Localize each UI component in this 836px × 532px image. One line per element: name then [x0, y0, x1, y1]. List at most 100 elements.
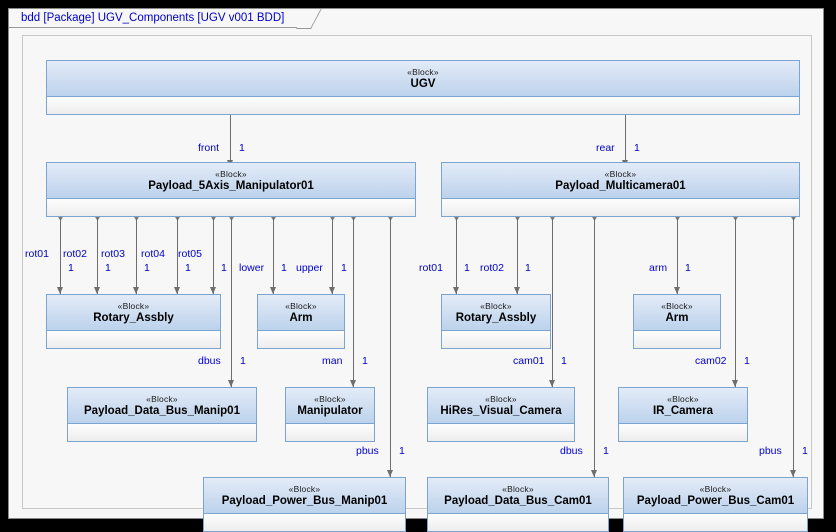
arrowhead-rot04-left — [173, 287, 180, 294]
block-rotary-assbly-left[interactable]: «Block» Rotary_Assbly — [46, 294, 221, 349]
arrowhead-rot05-left — [209, 287, 216, 294]
stereotype-label: «Block» — [480, 300, 512, 311]
block-header-hires-visual-camera: «Block» HiRes_Visual_Camera — [428, 388, 574, 424]
connector-rot02-left — [97, 218, 98, 294]
arrowhead-man — [349, 380, 356, 387]
connector-rot04-left — [177, 218, 178, 294]
role-label-cam01: cam01 — [513, 355, 545, 367]
multiplicity-cam02: 1 — [744, 355, 750, 367]
role-label-rot05-left: rot05 — [178, 248, 202, 260]
role-label-rot02-right: rot02 — [480, 262, 504, 274]
connector-rot05-left — [213, 218, 214, 294]
block-name-ir-camera: IR_Camera — [652, 404, 714, 417]
block-rotary-assbly-right[interactable]: «Block» Rotary_Assbly — [441, 294, 551, 349]
stereotype-label: «Block» — [699, 483, 732, 494]
block-name-arm-right: Arm — [665, 311, 689, 324]
block-compartment-rotary-assbly-left — [47, 331, 220, 348]
block-compartment-payload-data-bus-manip01 — [68, 424, 256, 441]
connector-front — [230, 98, 231, 168]
multiplicity-man: 1 — [362, 355, 368, 367]
arrowhead-rot01-right — [452, 287, 459, 294]
stereotype-label: «Block» — [314, 393, 346, 404]
block-arm-right[interactable]: «Block» Arm — [633, 294, 721, 349]
arrowhead-rot03-left — [132, 287, 139, 294]
role-label-pbus-manip: pbus — [356, 445, 379, 457]
connector-pbus-manip — [390, 218, 391, 477]
block-header-manipulator: «Block» Manipulator — [286, 388, 374, 424]
stereotype-label: «Block» — [661, 300, 693, 311]
block-compartment-payload-5axis-manipulator01 — [47, 199, 415, 216]
block-name-payload-data-bus-manip01: Payload_Data_Bus_Manip01 — [84, 404, 240, 417]
block-payload-data-bus-cam01[interactable]: «Block» Payload_Data_Bus_Cam01 — [427, 477, 609, 532]
block-name-payload-power-bus-cam01: Payload_Power_Bus_Cam01 — [636, 494, 795, 507]
block-manipulator[interactable]: «Block» Manipulator — [285, 387, 375, 442]
connector-rot01-left — [60, 218, 61, 294]
stereotype-label: «Block» — [407, 66, 439, 77]
role-label-front: front — [198, 142, 220, 154]
block-compartment-payload-power-bus-manip01 — [204, 514, 405, 531]
block-name-payload-power-bus-manip01: Payload_Power_Bus_Manip01 — [221, 494, 388, 507]
block-compartment-arm-left — [258, 331, 344, 348]
multiplicity-arm: 1 — [685, 262, 691, 274]
multiplicity-rot01-left: 1 — [68, 262, 74, 274]
role-label-arm: arm — [649, 262, 668, 274]
stereotype-label: «Block» — [485, 393, 517, 404]
multiplicity-upper: 1 — [341, 262, 347, 274]
block-ir-camera[interactable]: «Block» IR_Camera — [618, 387, 748, 442]
arrowhead-upper — [328, 287, 335, 294]
connector-lower — [273, 218, 274, 294]
role-label-man: man — [322, 355, 343, 367]
role-label-dbus-manip: dbus — [198, 355, 221, 367]
multiplicity-front: 1 — [239, 142, 245, 154]
connector-dbus-manip — [231, 218, 232, 387]
block-payload-data-bus-manip01[interactable]: «Block» Payload_Data_Bus_Manip01 — [67, 387, 257, 442]
block-payload-power-bus-manip01[interactable]: «Block» Payload_Power_Bus_Manip01 — [203, 477, 406, 532]
block-header-arm-right: «Block» Arm — [634, 295, 720, 331]
block-compartment-ugv — [47, 97, 799, 114]
stereotype-label: «Block» — [215, 168, 247, 179]
diagram-canvas[interactable]: front 1 rear 1 rot01 1 rot02 1 rot03 1 r… — [22, 35, 812, 532]
block-arm-left[interactable]: «Block» Arm — [257, 294, 345, 349]
arrowhead-pbus-manip — [386, 470, 393, 477]
multiplicity-rot05-left: 1 — [221, 262, 227, 274]
block-compartment-payload-multicamera01 — [442, 199, 799, 216]
connector-rear — [625, 98, 626, 168]
multiplicity-rot02-right: 1 — [525, 262, 531, 274]
block-header-rotary-assbly-right: «Block» Rotary_Assbly — [442, 295, 550, 331]
arrowhead-pbus-cam — [789, 470, 796, 477]
block-header-ir-camera: «Block» IR_Camera — [619, 388, 747, 424]
block-name-rotary-assbly-left: Rotary_Assbly — [93, 311, 174, 324]
stereotype-label: «Block» — [502, 483, 534, 494]
role-label-rear: rear — [596, 142, 615, 154]
arrowhead-cam02 — [731, 380, 738, 387]
block-payload-5axis-manipulator01[interactable]: «Block» Payload_5Axis_Manipulator01 — [46, 162, 416, 217]
block-name-payload-multicamera01: Payload_Multicamera01 — [555, 179, 686, 192]
block-hires-visual-camera[interactable]: «Block» HiRes_Visual_Camera — [427, 387, 575, 442]
role-label-cam02: cam02 — [695, 355, 727, 367]
multiplicity-dbus-cam: 1 — [603, 445, 609, 457]
arrowhead-rot02-right — [513, 287, 520, 294]
block-name-payload-5axis-manipulator01: Payload_5Axis_Manipulator01 — [148, 179, 314, 192]
block-ugv[interactable]: «Block» UGV — [46, 60, 800, 115]
block-header-payload-data-bus-manip01: «Block» Payload_Data_Bus_Manip01 — [68, 388, 256, 424]
role-label-dbus-cam: dbus — [560, 445, 583, 457]
role-label-rot04-left: rot04 — [141, 248, 165, 260]
arrowhead-rot01-left — [56, 287, 63, 294]
role-label-pbus-cam: pbus — [759, 445, 782, 457]
block-compartment-manipulator — [286, 424, 374, 441]
block-header-payload-multicamera01: «Block» Payload_Multicamera01 — [442, 163, 799, 199]
role-label-rot01-left: rot01 — [25, 248, 49, 260]
connector-upper — [332, 218, 333, 294]
role-label-rot03-left: rot03 — [101, 248, 125, 260]
block-payload-multicamera01[interactable]: «Block» Payload_Multicamera01 — [441, 162, 800, 217]
diagram-header-label: bdd [Package] UGV_Components [UGV v001 B… — [21, 12, 285, 24]
role-label-rot01-right: rot01 — [419, 262, 443, 274]
block-compartment-ir-camera — [619, 424, 747, 441]
block-name-hires-visual-camera: HiRes_Visual_Camera — [440, 404, 562, 417]
block-header-rotary-assbly-left: «Block» Rotary_Assbly — [47, 295, 220, 331]
block-payload-power-bus-cam01[interactable]: «Block» Payload_Power_Bus_Cam01 — [623, 477, 808, 532]
block-name-arm-left: Arm — [289, 311, 313, 324]
stereotype-label: «Block» — [117, 300, 150, 311]
block-header-ugv: «Block» UGV — [47, 61, 799, 97]
